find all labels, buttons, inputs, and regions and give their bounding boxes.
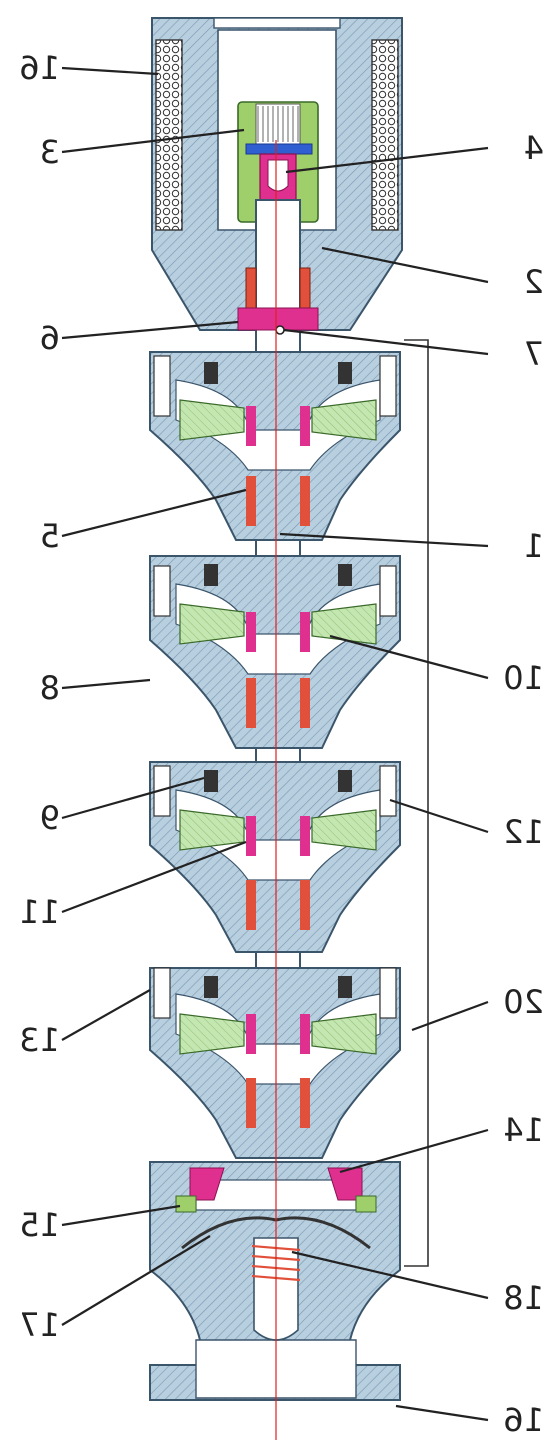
leader-16-bottom <box>395 1404 489 1422</box>
label-8: 8 <box>40 669 60 707</box>
label-3: 3 <box>40 133 60 171</box>
leader-12 <box>389 798 489 834</box>
leader-9 <box>61 776 205 820</box>
leader-1 <box>279 532 489 548</box>
label-5: 5 <box>40 517 60 555</box>
label-13: 13 <box>19 1021 60 1059</box>
label-17: 17 <box>19 1306 60 1344</box>
label-12: 12 <box>503 813 544 851</box>
label-2: 2 <box>524 263 544 301</box>
leader-lines <box>61 66 489 1422</box>
pump-stage-4 <box>149 967 401 1159</box>
stator-winding-left <box>155 39 183 231</box>
label-18: 18 <box>503 1279 544 1317</box>
leader-15 <box>61 1204 181 1227</box>
leader-10 <box>329 634 489 680</box>
leader-3 <box>61 128 245 154</box>
leader-13 <box>61 989 151 1041</box>
shaft-pin <box>275 325 285 335</box>
leader-5 <box>61 488 247 538</box>
leader-14 <box>339 1128 489 1174</box>
label-6: 6 <box>40 319 60 357</box>
callout-labels: 16 3 6 5 8 9 11 13 15 17 4 2 7 1 10 12 2… <box>19 49 544 1439</box>
check-valve-seat <box>175 1167 377 1213</box>
label-9: 9 <box>40 799 60 837</box>
shaft-cap <box>245 143 313 207</box>
leader-17 <box>61 1235 211 1326</box>
leader-20 <box>411 1000 489 1032</box>
label-20: 20 <box>503 983 544 1021</box>
leader-11 <box>61 840 247 914</box>
leader-2 <box>321 246 489 284</box>
stator-winding-right <box>371 39 399 231</box>
leader-16-top <box>61 66 159 76</box>
leader-18 <box>291 1250 489 1300</box>
label-16-bottom: 16 <box>503 1401 544 1439</box>
label-4: 4 <box>524 129 544 167</box>
label-15: 15 <box>19 1206 60 1244</box>
pump-stage-2 <box>149 555 401 749</box>
label-10: 10 <box>503 659 544 697</box>
label-7: 7 <box>524 335 544 373</box>
leader-6 <box>61 320 239 340</box>
leader-7 <box>283 328 489 356</box>
pump-stage-3 <box>149 761 401 953</box>
label-11: 11 <box>19 893 60 931</box>
bypass-pipe <box>404 339 429 1267</box>
label-14: 14 <box>503 1111 544 1149</box>
leader-4 <box>285 146 489 174</box>
label-1: 1 <box>524 527 544 565</box>
leader-8 <box>61 678 151 690</box>
pump-stage-1 <box>149 351 401 541</box>
label-16-top: 16 <box>19 49 60 87</box>
